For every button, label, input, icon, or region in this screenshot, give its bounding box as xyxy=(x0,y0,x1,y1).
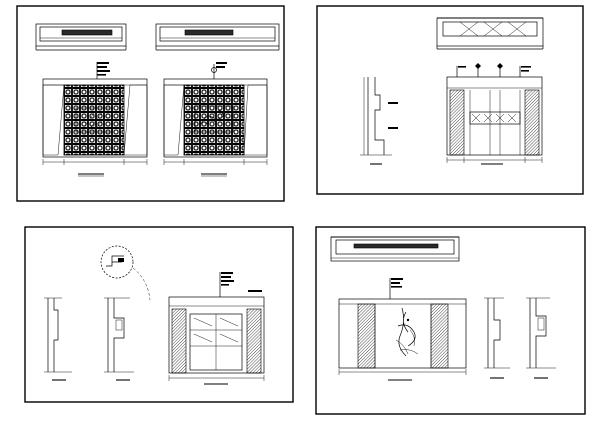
sheet-2 xyxy=(316,5,584,195)
section-right-b xyxy=(526,297,556,379)
section-right-a xyxy=(484,297,510,379)
hatched-door-left xyxy=(357,303,376,369)
leader-flag-icon xyxy=(219,272,262,297)
section-middle xyxy=(104,297,134,381)
hatched-door-left xyxy=(449,89,465,156)
elevation-cabinet-front xyxy=(446,63,543,165)
painting-panel xyxy=(194,105,234,133)
leader-flag-icon xyxy=(96,62,110,79)
detail-callout-circle-icon xyxy=(100,245,151,301)
leader-flag-icon xyxy=(389,278,403,299)
sheet-3 xyxy=(24,226,294,403)
sheet-3-border xyxy=(24,226,294,403)
horse-painting-icon xyxy=(199,109,227,127)
elevation-cabinet-front xyxy=(168,272,265,385)
plan-strip-top xyxy=(330,236,460,262)
sheet-1 xyxy=(16,5,285,202)
section-left xyxy=(44,297,72,381)
hatched-door-right xyxy=(430,303,449,369)
lattice-panel xyxy=(63,84,125,156)
sheet-4 xyxy=(315,226,586,415)
sheet-4-border xyxy=(315,226,586,415)
elevation-lattice-painting xyxy=(163,62,268,177)
mirror-panel xyxy=(75,107,113,133)
plan-strip-right xyxy=(155,23,280,51)
sheet-2-border xyxy=(316,5,584,195)
plan-strip-left xyxy=(35,23,127,51)
elevation-ink-painting xyxy=(338,278,467,381)
plan-strip-top xyxy=(436,17,544,50)
leader-flag-icon xyxy=(456,63,531,77)
level-marker-icon xyxy=(211,62,227,79)
elevation-lattice-mirror xyxy=(42,62,148,177)
ink-painting-icon xyxy=(395,307,419,357)
sheet-1-border xyxy=(16,5,285,202)
hatched-door-right xyxy=(524,89,540,156)
section-side xyxy=(360,77,398,165)
center-shelf xyxy=(469,111,521,125)
